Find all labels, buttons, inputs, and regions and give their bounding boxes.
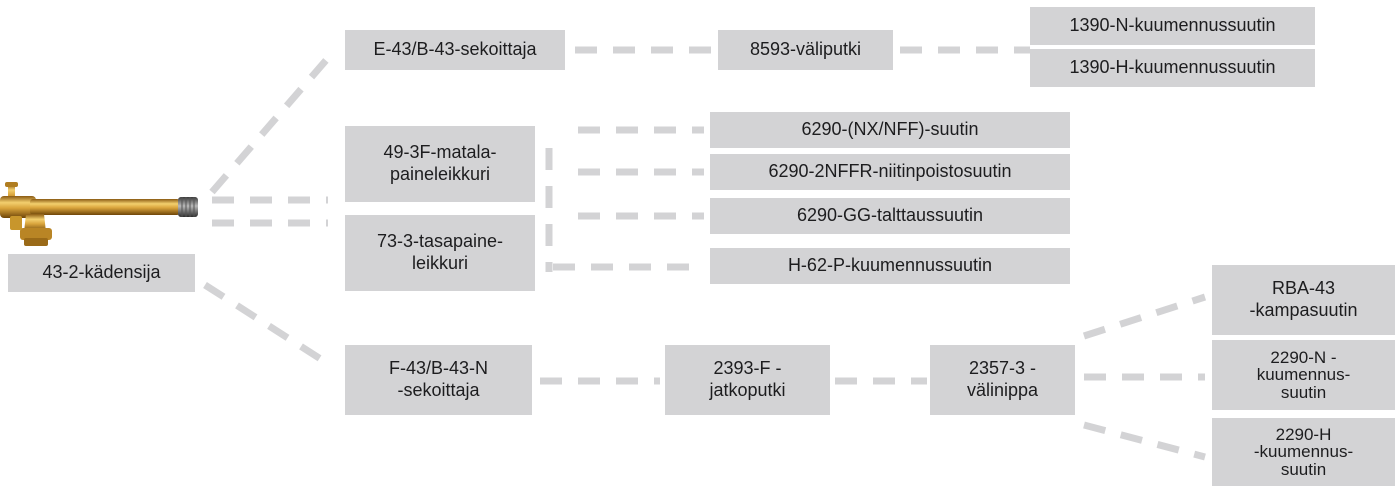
node-nozzle-1390n: 1390-N-kuumennussuutin [1030, 7, 1315, 45]
node-handle: 43-2-kädensija [8, 254, 195, 292]
node-nozzle-6290gg: 6290-GG-talttaussuutin [710, 198, 1070, 234]
brass-torch-handle-icon [0, 182, 198, 246]
node-nipple-2357: 2357-3 - välinippa [930, 345, 1075, 415]
node-mixer-f: F-43/B-43-N -sekoittaja [345, 345, 532, 415]
node-nozzle-rba: RBA-43 -kampasuutin [1212, 265, 1395, 335]
connector-handle-mixer-f [203, 282, 332, 368]
node-ext-2393: 2393-F - jatkoputki [665, 345, 830, 415]
node-nozzle-2290n: 2290-N - kuumennus- suutin [1212, 340, 1395, 410]
node-mixer-e: E-43/B-43-sekoittaja [345, 30, 565, 70]
node-tube-8593: 8593-väliputki [718, 30, 893, 70]
connector-handle-mixer-e [209, 55, 331, 195]
connector-nipple-rba [1082, 293, 1207, 340]
node-nozzle-h62p: H-62-P-kuumennussuutin [710, 248, 1070, 284]
node-nozzle-6290nx: 6290-(NX/NFF)-suutin [710, 112, 1070, 148]
node-nozzle-2290h: 2290-H -kuumennus- suutin [1212, 418, 1395, 486]
connector-nipple-2290h [1083, 421, 1206, 461]
node-cutter-73: 73-3-tasapaine- leikkuri [345, 215, 535, 291]
node-cutter-49: 49-3F-matala- paineleikkuri [345, 126, 535, 202]
node-nozzle-6290nffr: 6290-2NFFR-niitinpoistosuutin [710, 154, 1070, 190]
node-nozzle-1390h: 1390-H-kuumennussuutin [1030, 49, 1315, 87]
